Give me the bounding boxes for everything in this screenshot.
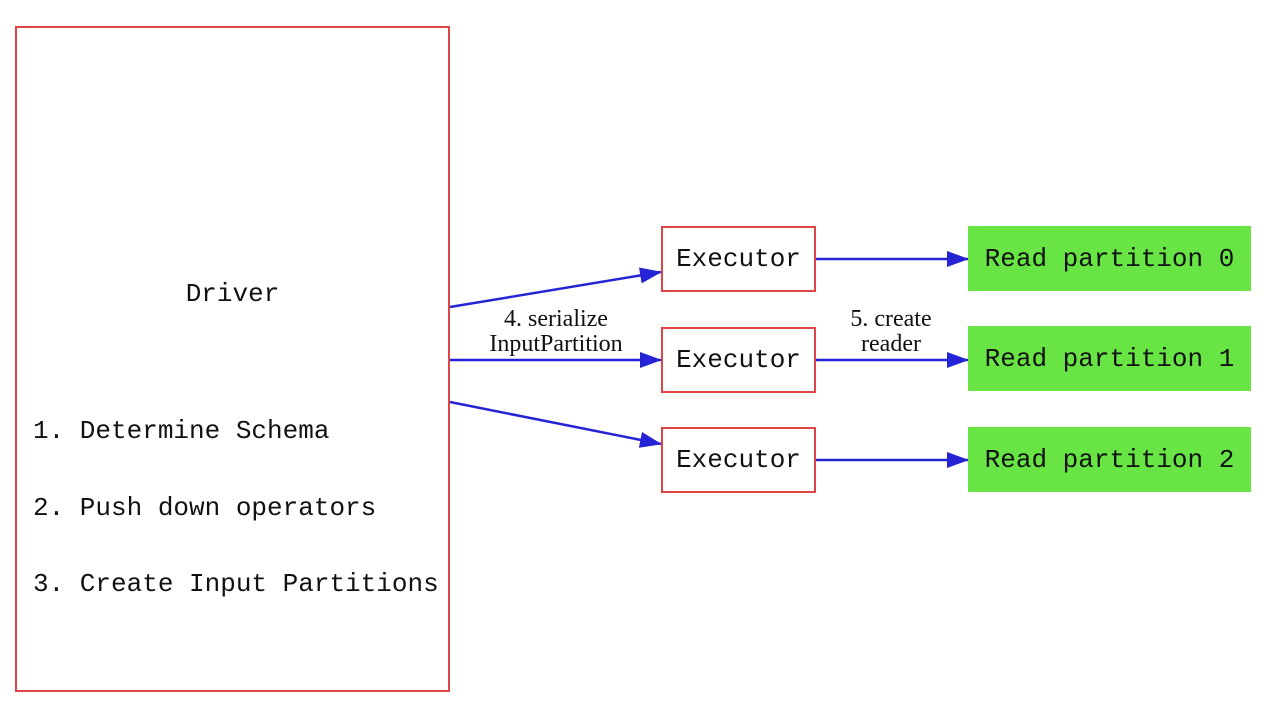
edge-label-serialize-line1: 4. serialize xyxy=(504,306,608,332)
executor-label-2: Executor xyxy=(676,345,801,375)
partition-label-1: Read partition 1 xyxy=(984,343,1235,374)
edge-label-reader-line2: reader xyxy=(861,331,921,357)
edge-label-create-reader: 5. create reader xyxy=(811,307,971,357)
driver-step-1: 1. Determine Schema xyxy=(33,416,330,446)
driver-step-2: 2. Push down operators xyxy=(33,492,377,523)
partition-label-2: Read partition 2 xyxy=(984,444,1235,475)
executor-label-1: Executor xyxy=(676,244,801,274)
partition-box-0: Read partition 0 xyxy=(968,226,1251,291)
executor-box-1: Executor xyxy=(661,226,816,292)
edge-label-serialize-line2: InputPartition xyxy=(489,331,623,357)
partition-label-0: Read partition 0 xyxy=(984,243,1235,274)
driver-title: Driver xyxy=(185,279,280,309)
edge-label-reader-line1: 5. create xyxy=(850,306,932,332)
executor-box-3: Executor xyxy=(661,427,816,493)
arrow-driver-to-executor-1 xyxy=(449,267,662,309)
partition-box-1: Read partition 1 xyxy=(968,326,1251,391)
driver-steps: 1. Determine Schema 2. Push down operato… xyxy=(33,368,439,649)
executor-box-2: Executor xyxy=(661,327,816,393)
driver-step-3: 3. Create Input Partitions xyxy=(33,569,439,599)
arrow-driver-to-executor-3 xyxy=(449,400,662,448)
partition-box-2: Read partition 2 xyxy=(968,427,1251,492)
edge-label-serialize-inputpartition: 4. serialize InputPartition xyxy=(446,307,666,357)
driver-box: Driver 1. Determine Schema 2. Push down … xyxy=(15,26,450,692)
executor-label-3: Executor xyxy=(676,445,801,475)
